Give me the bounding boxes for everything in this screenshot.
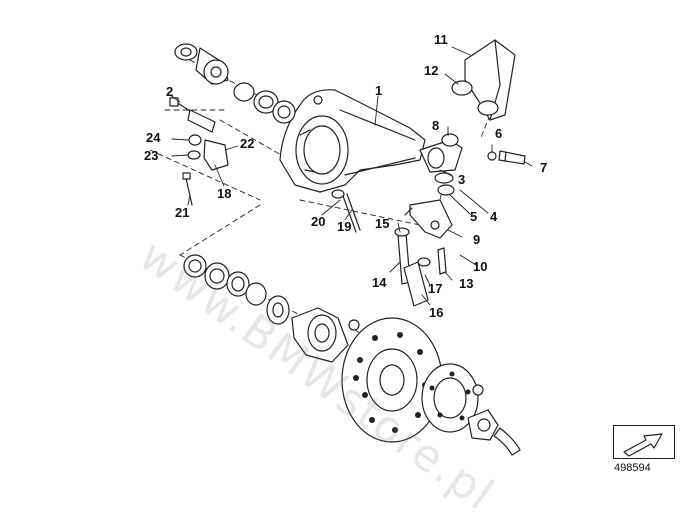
callout-6: 6 (495, 126, 503, 141)
callout-9: 9 (473, 232, 481, 247)
brake-disc (341, 317, 443, 443)
callout-24: 24 (146, 130, 161, 145)
bolt-6-7 (487, 150, 526, 165)
callout-22: 22 (240, 136, 255, 151)
callout-3: 3 (458, 172, 466, 187)
callout-1: 1 (375, 83, 383, 98)
callout-4: 4 (490, 209, 498, 224)
callout-21: 21 (175, 205, 190, 220)
upper-bearing-stack (174, 43, 296, 124)
callout-13: 13 (459, 276, 474, 291)
diagram-reference-number: 498594 (614, 462, 651, 474)
wheel-bearing-stack (183, 254, 290, 325)
callout-8: 8 (432, 118, 440, 133)
callout-5: 5 (470, 209, 478, 224)
callout-7: 7 (540, 160, 548, 175)
lower-link-parts (404, 133, 463, 239)
callout-11: 11 (434, 32, 448, 47)
leader-lines (169, 46, 533, 306)
callout-2: 2 (166, 84, 174, 99)
callout-20: 20 (311, 214, 326, 229)
callout-16: 16 (429, 305, 444, 320)
exploded-parts-diagram: www.BMWstore.pl 1 2 3 4 5 6 7 8 9 10 11 … (130, 32, 675, 521)
callout-18: 18 (217, 186, 232, 201)
top-right-block (451, 39, 516, 121)
drive-shaft (421, 363, 521, 456)
left-bracket-parts (169, 97, 229, 206)
studs-group (394, 227, 447, 307)
callout-14: 14 (372, 275, 387, 290)
callout-17: 17 (428, 281, 443, 296)
direction-arrow-icon (623, 433, 663, 457)
callout-10: 10 (473, 259, 488, 274)
callout-15: 15 (375, 216, 390, 231)
callout-19: 19 (337, 219, 352, 234)
parts-drawing (149, 39, 533, 456)
callout-23: 23 (144, 148, 159, 163)
trailing-arm (279, 89, 426, 193)
callout-12: 12 (424, 63, 439, 78)
direction-arrow-box (613, 425, 675, 459)
wheel-hub (291, 307, 360, 363)
